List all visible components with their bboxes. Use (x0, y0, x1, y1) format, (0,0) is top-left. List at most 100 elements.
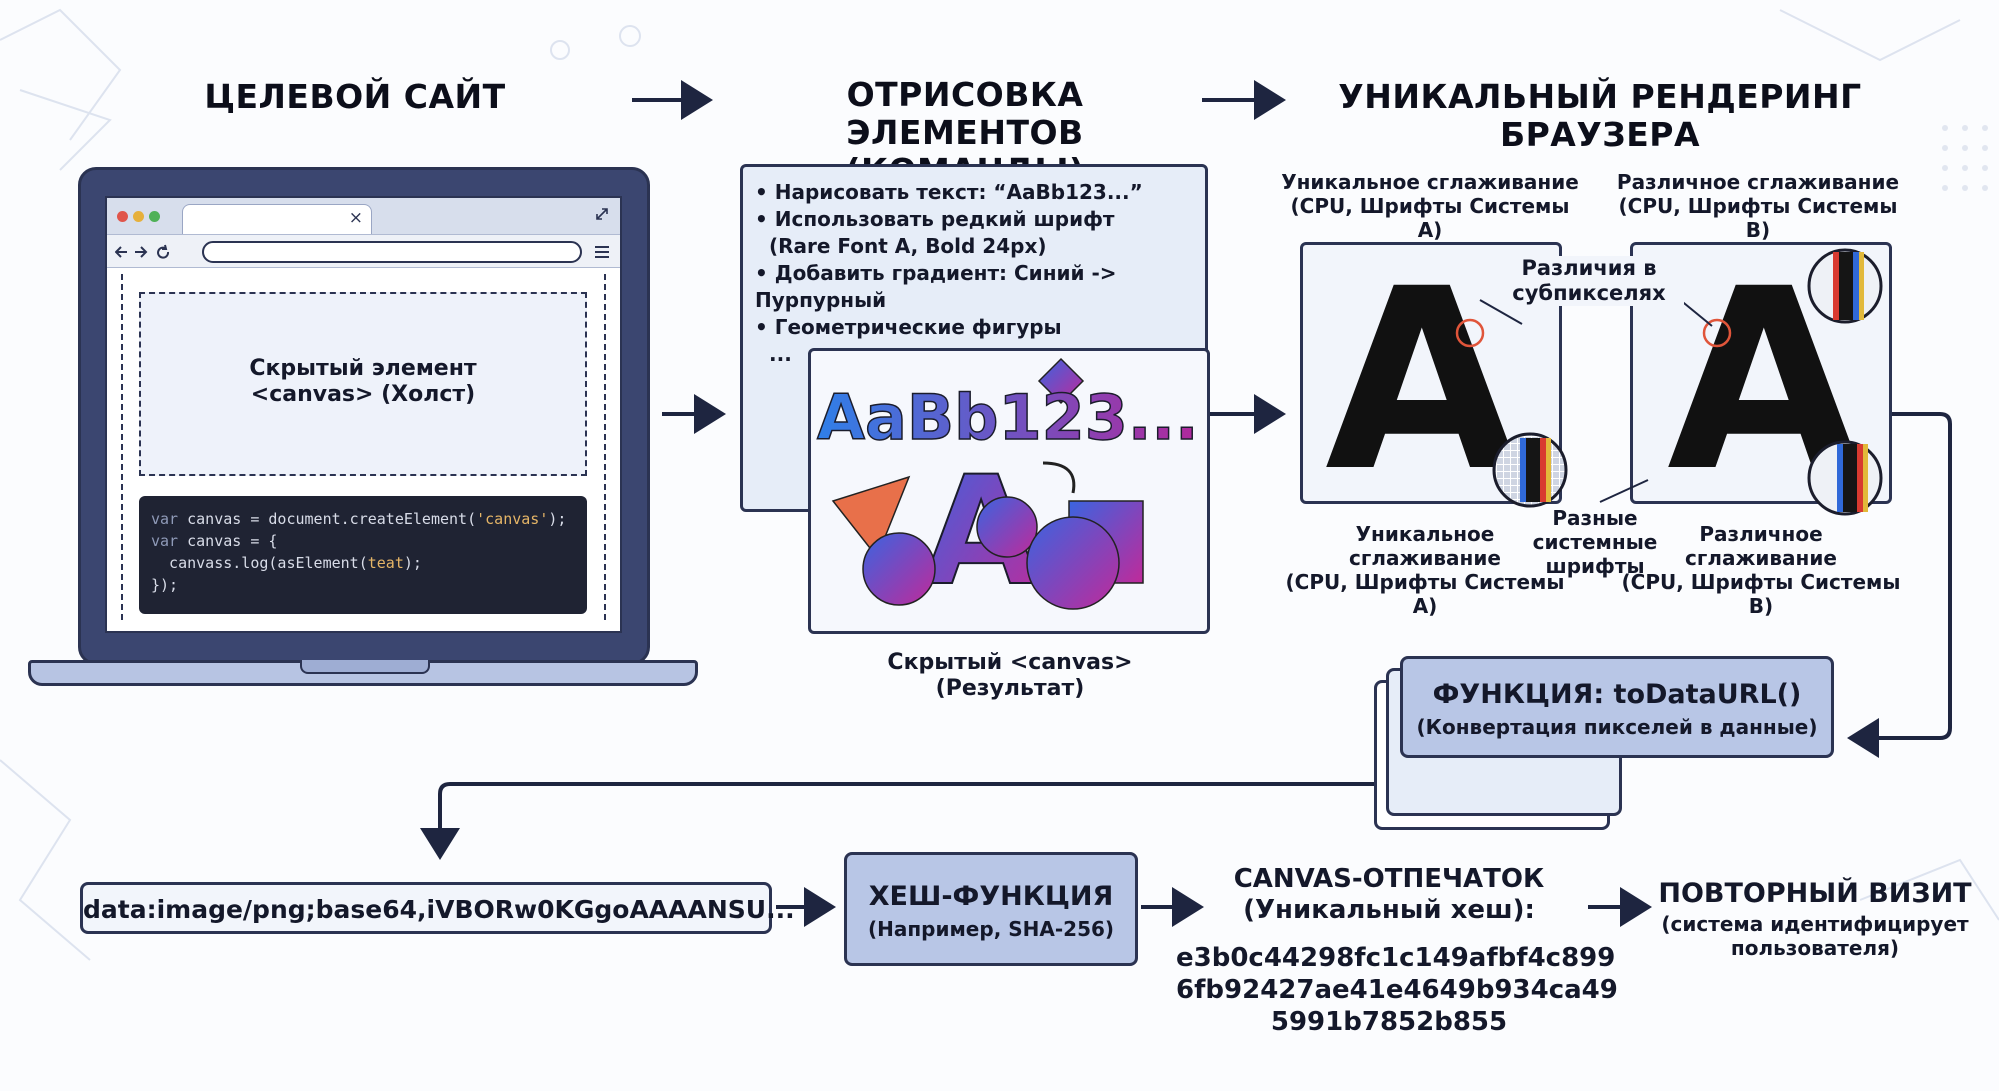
data-url-text: data:image/png;base64,iVBORw0KGgoAAAANSU… (83, 895, 795, 924)
hidden-canvas-element: Скрытый элемент <canvas> (Холст) (139, 292, 587, 476)
tab-close-icon[interactable]: × (348, 208, 363, 228)
render-right-caption-line2: сглаживание (1685, 546, 1837, 570)
title-rendering: УНИКАЛЬНЫЙ РЕНДЕРИНГ БРАУЗЕРА (1338, 77, 1862, 154)
render-left-heading-line2: (CPU, Шрифты Системы A) (1290, 194, 1570, 242)
function-description: (Конвертация пикселей в данные) (1416, 715, 1818, 740)
subpixel-marker-left (1455, 318, 1485, 348)
fingerprint-hash-line: e3b0c44298fc1c149afbf4c899 (1176, 943, 1616, 973)
nav-buttons (115, 244, 170, 259)
command-item: (Rare Font A, Bold 24px) (769, 234, 1047, 258)
fingerprint-hash-line: 6fb92427ae41e4649b934ca49 (1176, 975, 1618, 1005)
code-line-3: canvass.log(asElement(teat); (151, 552, 575, 574)
render-mid-caption-line2: системные (1532, 530, 1658, 554)
code-text: canvas = { (178, 532, 278, 550)
canvas-text: AaBb123... (817, 381, 1199, 454)
fingerprint-heading: CANVAS-ОТПЕЧАТОК (Уникальный хеш): (1196, 864, 1582, 926)
fingerprint-title: CANVAS-ОТПЕЧАТОК (1233, 864, 1545, 894)
subpixel-diff-label-line1: Различия в (1521, 256, 1657, 280)
window-minimize-dot[interactable] (133, 211, 144, 222)
render-right-heading-line2: (CPU, Шрифты Системы B) (1618, 194, 1898, 242)
circle-shape (1026, 516, 1120, 610)
revisit-title: ПОВТОРНЫЙ ВИЗИТ (1658, 878, 1972, 909)
arrow-function-to-data (420, 782, 1374, 860)
hash-function-name: ХЕШ-ФУНКЦИЯ (868, 881, 1114, 912)
fingerprint-subtitle: (Уникальный хеш): (1243, 895, 1535, 926)
code-text: ); (548, 510, 567, 528)
back-icon (115, 246, 127, 258)
code-keyword: var (151, 510, 179, 528)
code-string: 'canvas' (476, 510, 549, 528)
hidden-canvas-label-line1: Скрытый элемент (249, 356, 477, 381)
fingerprint-hash: e3b0c44298fc1c149afbf4c899 6fb92427ae41e… (1176, 942, 1618, 1038)
code-block: var canvas = document.createElement('can… (139, 496, 587, 614)
render-right-heading-line1: Различное сглаживание (1616, 170, 1900, 194)
page-area (121, 274, 606, 620)
diamond-shape (1037, 357, 1085, 405)
commands-list: • Нарисовать текст: “AaBb123...” • Испол… (755, 179, 1205, 368)
code-text: }); (151, 576, 179, 594)
menu-icon[interactable] (594, 245, 610, 259)
function-name: ФУНКЦИЯ: toDataURL() (1432, 679, 1802, 710)
title-drawing-line1: ОТРИСОВКА ЭЛЕМЕНТОВ (846, 75, 1084, 152)
render-left-caption-line3: (CPU, Шрифты Системы A) (1285, 570, 1565, 618)
browser-tab[interactable]: × (182, 204, 372, 234)
command-item: • Использовать редкий шрифт (755, 207, 1115, 231)
subpixel-marker-right (1702, 318, 1732, 348)
circle-shape (976, 496, 1038, 558)
zoom-circle-right-bottom (1807, 440, 1883, 516)
function-box-text: ФУНКЦИЯ: toDataURL() (Конвертация пиксел… (1403, 679, 1831, 739)
canvas-result-caption-line2: (Результат) (935, 676, 1085, 702)
render-left-caption: Уникальное сглаживание (CPU, Шрифты Сист… (1280, 522, 1570, 618)
arc-shape (1042, 461, 1076, 494)
command-item: ... (769, 342, 792, 366)
browser-window: × Скрытый элемент <canvas> (Холст) var c… (105, 196, 622, 633)
window-close-dot[interactable] (117, 211, 128, 222)
render-mid-caption-line3: шрифты (1545, 554, 1645, 578)
render-mid-caption-line1: Разные (1552, 506, 1638, 530)
subpixel-diff-label: Различия в субпикселях (1494, 256, 1684, 307)
data-url-box: data:image/png;base64,iVBORw0KGgoAAAANSU… (80, 882, 795, 934)
hash-function-box: ХЕШ-ФУНКЦИЯ (Например, SHA-256) (844, 852, 1138, 966)
laptop-notch (300, 660, 430, 674)
triangle-shape (831, 475, 911, 559)
subpixel-diff-label-line2: субпикселях (1512, 281, 1666, 306)
hash-function-example: (Например, SHA-256) (867, 917, 1115, 942)
glyph-a-left: A (1325, 245, 1518, 501)
code-text: ); (403, 554, 422, 572)
zoom-circle-left (1492, 432, 1568, 508)
reload-icon (157, 246, 170, 259)
render-right-caption-line3: (CPU, Шрифты Системы B) (1621, 570, 1901, 618)
code-string: teat (367, 554, 404, 572)
hash-function-text: ХЕШ-ФУНКЦИЯ (Например, SHA-256) (847, 881, 1135, 941)
canvas-result-caption-line1: Скрытый <canvas> (887, 650, 1133, 675)
circle-shape (862, 532, 936, 606)
command-item: • Добавить градиент: Синий -> Пурпурный (755, 261, 1117, 312)
hidden-canvas-label: Скрытый элемент <canvas> (Холст) (141, 356, 585, 409)
render-mid-caption: Разные системные шрифты (1520, 506, 1670, 578)
revisit-desc-line2: пользователя) (1730, 936, 1900, 961)
zoom-circle-right-top (1807, 248, 1883, 324)
window-maximize-dot[interactable] (149, 211, 160, 222)
render-left-caption-line2: сглаживание (1349, 546, 1501, 570)
command-item: • Нарисовать текст: “AaBb123...” (755, 180, 1143, 204)
hidden-canvas-label-line2: <canvas> (Холст) (250, 382, 476, 408)
code-text: canvas = document.createElement( (178, 510, 477, 528)
command-item: • Геометрические фигуры (755, 315, 1062, 339)
expand-icon[interactable] (594, 206, 610, 222)
render-left-glyph: A (1325, 245, 1518, 501)
code-line-1: var canvas = document.createElement('can… (151, 508, 575, 530)
forward-icon (135, 246, 148, 258)
render-left-heading-line1: Уникальное сглаживание (1281, 170, 1579, 194)
render-left-caption-line1: Уникальное (1355, 522, 1495, 546)
render-right-heading: Различное сглаживание (CPU, Шрифты Систе… (1608, 170, 1908, 242)
arrow-rendering-to-function (1847, 412, 1952, 758)
code-text: canvass.log(asElement( (151, 554, 368, 572)
address-bar[interactable] (202, 241, 582, 263)
revisit-block: ПОВТОРНЫЙ ВИЗИТ (система идентифицирует … (1650, 878, 1980, 960)
canvas-drawing: AaBb123... A (816, 357, 1199, 620)
render-left-heading: Уникальное сглаживание (CPU, Шрифты Сист… (1280, 170, 1580, 242)
function-box: ФУНКЦИЯ: toDataURL() (Конвертация пиксел… (1400, 656, 1834, 758)
code-line-2: var canvas = { (151, 530, 575, 552)
